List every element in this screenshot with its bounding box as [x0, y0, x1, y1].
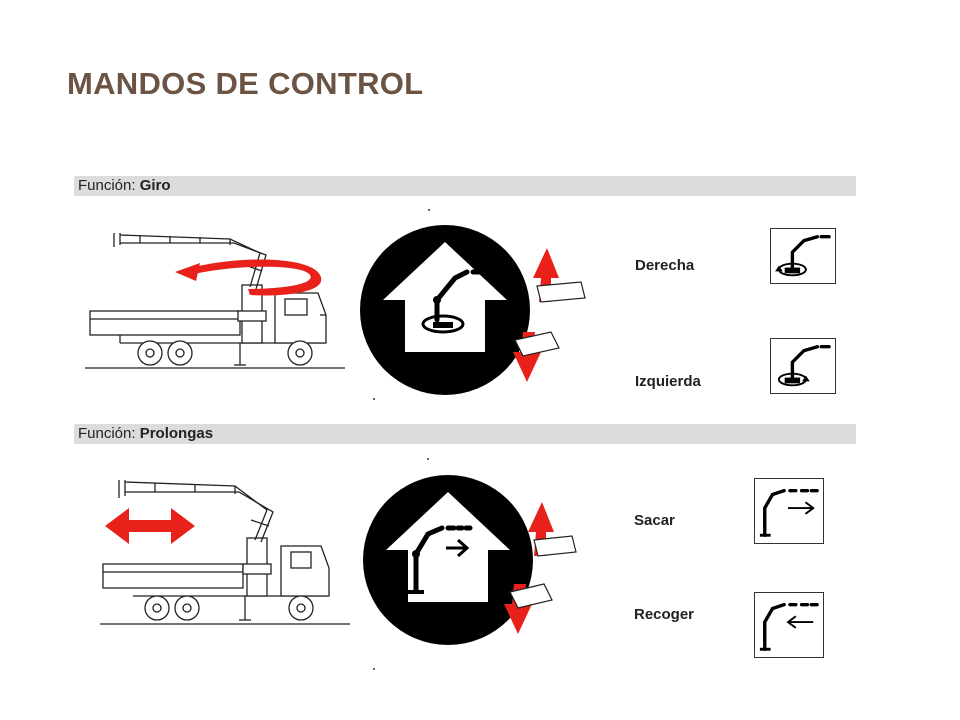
function-label: Función:: [78, 177, 136, 194]
action-label-derecha: Derecha: [635, 257, 695, 274]
section-header-prolongas: Función: Prolongas: [74, 424, 856, 444]
page-title: MANDOS DE CONTROL: [67, 66, 424, 101]
crane-extend-icon: [754, 478, 824, 544]
crane-rotate-left-icon: [770, 338, 836, 394]
truck-crane-extension-illustration: [100, 480, 350, 625]
crane-rotate-right-icon: [770, 228, 836, 284]
function-name: Giro: [139, 177, 171, 194]
joystick-rotation-symbol: [360, 225, 586, 395]
scan-dot: [373, 398, 375, 400]
action-label-sacar: Sacar: [634, 512, 675, 529]
crane-retract-icon: [754, 592, 824, 658]
section-header-giro: Función: Giro: [74, 176, 856, 196]
joystick-extension-symbol: [363, 475, 577, 645]
truck-crane-rotation-illustration: [85, 233, 345, 369]
scan-dot: [427, 458, 429, 460]
action-label-izquierda: Izquierda: [635, 373, 701, 390]
action-label-recoger: Recoger: [634, 606, 695, 623]
function-label: Función:: [78, 425, 136, 442]
scan-dot: [428, 209, 430, 211]
scan-dot: [373, 668, 375, 670]
function-name: Prolongas: [139, 425, 214, 442]
